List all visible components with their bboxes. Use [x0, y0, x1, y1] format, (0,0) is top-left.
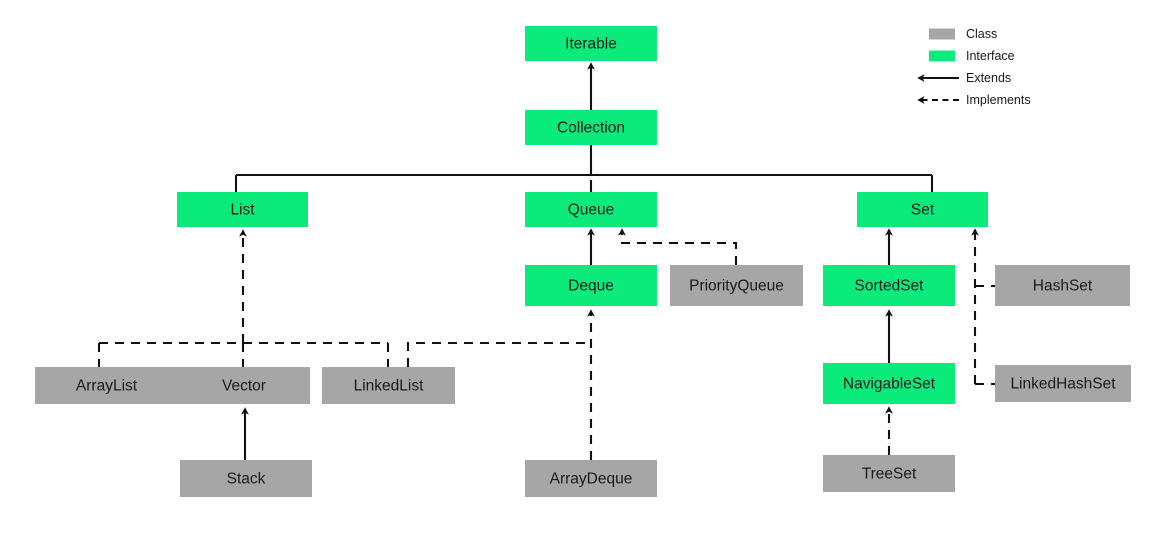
- node-box-navigableset[interactable]: [823, 363, 955, 404]
- node-box-set[interactable]: [857, 192, 988, 227]
- node-vector[interactable]: Vector: [178, 367, 310, 404]
- legend-item-extends: Extends: [917, 71, 1011, 85]
- node-linkedhashset[interactable]: LinkedHashSet: [995, 365, 1131, 402]
- legend-item-implements: Implements: [917, 93, 1031, 107]
- node-label-treeset: TreeSet: [862, 466, 917, 483]
- node-sortedset[interactable]: SortedSet: [823, 265, 955, 306]
- node-label-stack: Stack: [227, 471, 266, 488]
- node-collection[interactable]: Collection: [525, 110, 657, 145]
- legend-label-class: Class: [966, 27, 997, 41]
- node-box-vector[interactable]: [178, 367, 310, 404]
- node-label-hashset: HashSet: [1033, 278, 1093, 295]
- node-stack[interactable]: Stack: [180, 460, 312, 497]
- edge-layer: [97, 62, 995, 460]
- node-box-priorityqueue[interactable]: [670, 265, 803, 306]
- node-treeset[interactable]: TreeSet: [823, 455, 955, 492]
- node-priorityqueue[interactable]: PriorityQueue: [670, 265, 803, 306]
- legend-item-interface: Interface: [929, 49, 1015, 63]
- node-arraylist[interactable]: ArrayList: [35, 367, 178, 404]
- node-box-arraydeque[interactable]: [525, 460, 657, 497]
- node-label-sortedset: SortedSet: [855, 278, 925, 295]
- node-box-linkedlist[interactable]: [322, 367, 455, 404]
- legend-label-implements: Implements: [966, 93, 1031, 107]
- node-deque[interactable]: Deque: [525, 265, 657, 306]
- node-linkedlist[interactable]: LinkedList: [322, 367, 455, 404]
- node-box-hashset[interactable]: [995, 265, 1130, 306]
- node-box-stack[interactable]: [180, 460, 312, 497]
- node-label-linkedlist: LinkedList: [354, 378, 424, 395]
- node-list[interactable]: List: [177, 192, 308, 227]
- node-label-iterable: Iterable: [565, 36, 617, 53]
- node-label-deque: Deque: [568, 278, 614, 295]
- node-label-list: List: [230, 202, 255, 219]
- node-box-sortedset[interactable]: [823, 265, 955, 306]
- node-box-deque[interactable]: [525, 265, 657, 306]
- node-box-queue[interactable]: [525, 192, 657, 227]
- legend-item-class: Class: [929, 27, 997, 41]
- node-label-linkedhashset: LinkedHashSet: [1010, 376, 1116, 393]
- legend-label-extends: Extends: [966, 71, 1011, 85]
- edge-priorityqueue-implements-queue: [618, 228, 738, 265]
- node-box-arraylist[interactable]: [35, 367, 178, 404]
- node-label-navigableset: NavigableSet: [843, 376, 936, 393]
- edge-linkedlist-implements-deque: [406, 341, 591, 367]
- node-queue[interactable]: Queue: [525, 192, 657, 227]
- node-label-queue: Queue: [568, 202, 615, 219]
- node-box-collection[interactable]: [525, 110, 657, 145]
- node-box-treeset[interactable]: [823, 455, 955, 492]
- node-iterable[interactable]: Iterable: [525, 26, 657, 61]
- legend-swatch-class-icon: [929, 28, 955, 40]
- legend-swatch-interface-icon: [929, 50, 955, 62]
- legend-label-interface: Interface: [966, 49, 1015, 63]
- node-label-arraylist: ArrayList: [76, 378, 138, 395]
- node-box-linkedhashset[interactable]: [995, 365, 1131, 402]
- node-label-arraydeque: ArrayDeque: [550, 471, 633, 488]
- node-set[interactable]: Set: [857, 192, 988, 227]
- node-arraydeque[interactable]: ArrayDeque: [525, 460, 657, 497]
- node-label-collection: Collection: [557, 120, 625, 137]
- node-label-vector: Vector: [222, 378, 266, 395]
- node-navigableset[interactable]: NavigableSet: [823, 363, 955, 404]
- node-box-iterable[interactable]: [525, 26, 657, 61]
- node-label-set: Set: [911, 202, 935, 219]
- node-hashset[interactable]: HashSet: [995, 265, 1130, 306]
- node-label-priorityqueue: PriorityQueue: [689, 278, 784, 295]
- node-box-list[interactable]: [177, 192, 308, 227]
